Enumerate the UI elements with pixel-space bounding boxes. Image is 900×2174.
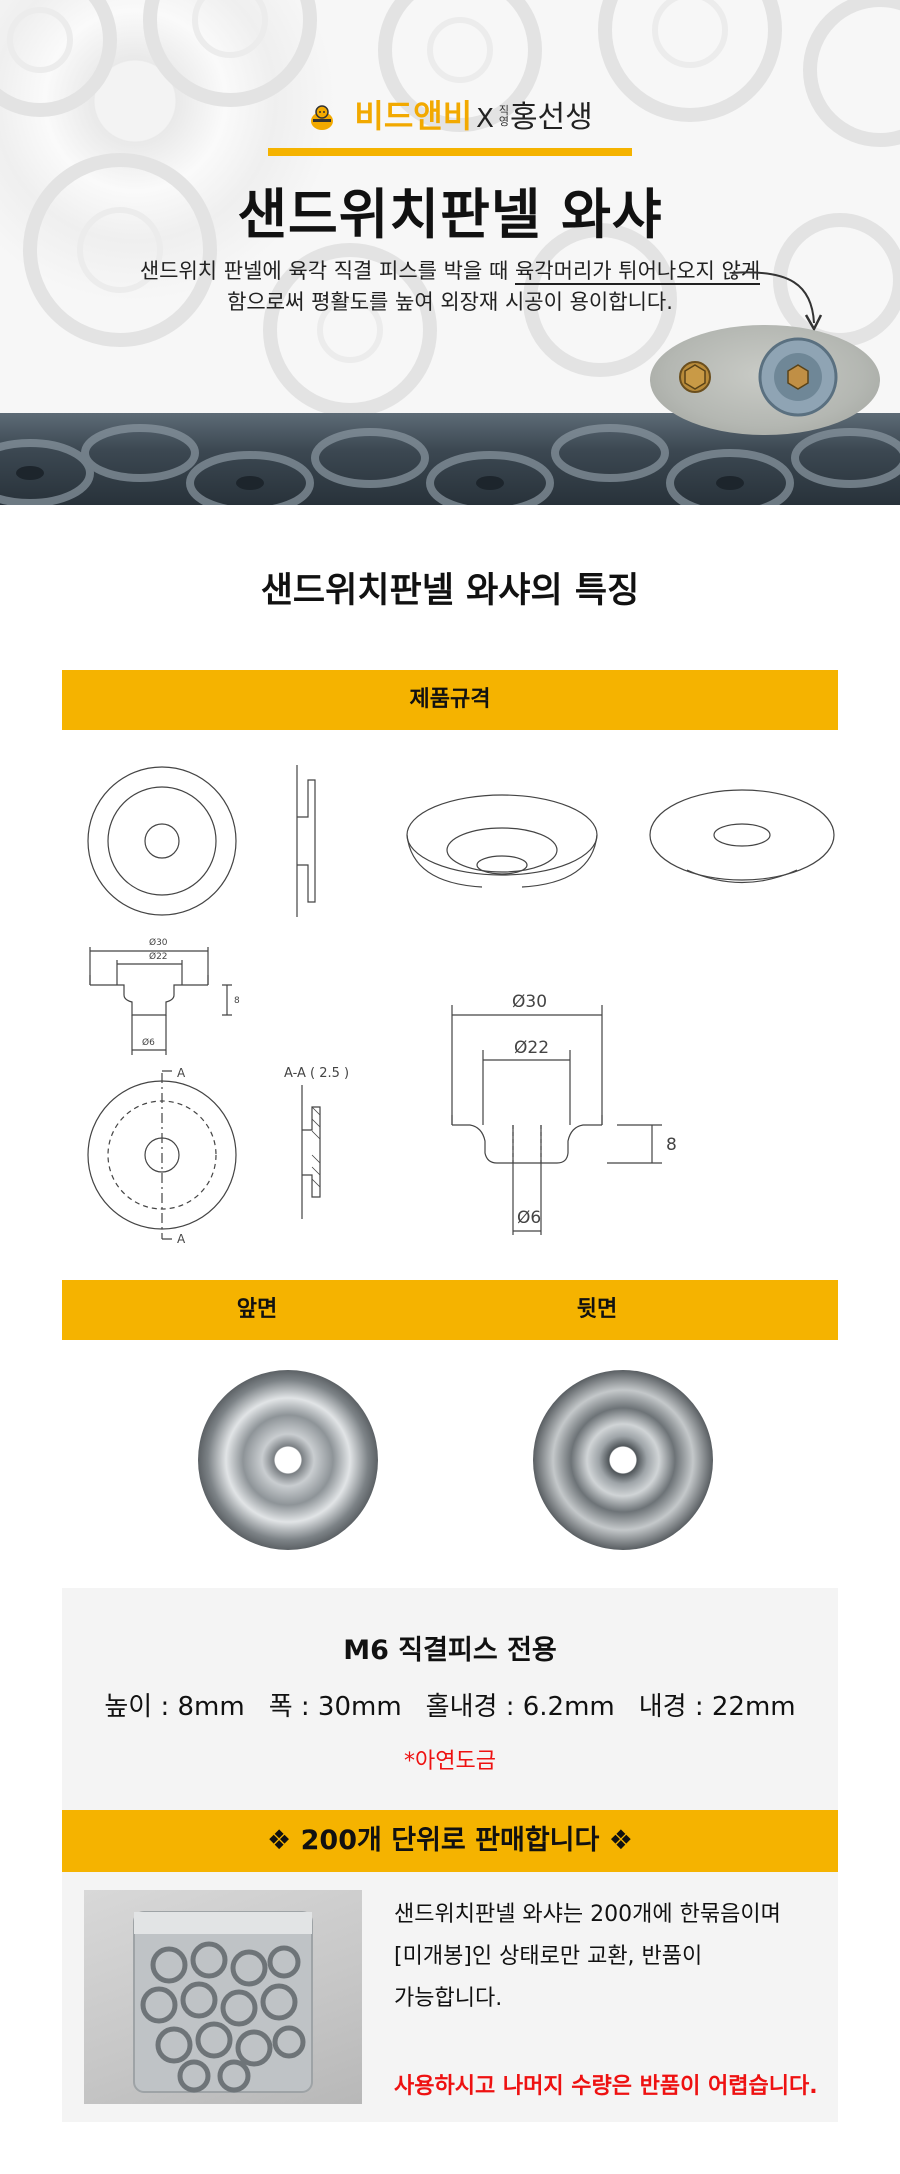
spec-material: *아연도금 <box>404 1749 496 1774</box>
label-h8-small: 8 <box>234 996 240 1006</box>
drawing-top-outer <box>87 766 237 916</box>
spec-header-label: 제품규격 <box>409 687 491 712</box>
spec-usage: M6 직결피스 전용 <box>343 1635 557 1666</box>
spec-header-bar: 제품규격 <box>62 670 838 730</box>
drawing-small-section <box>90 984 208 1016</box>
washer-background-pattern <box>0 0 900 417</box>
front-back-header-bar: 앞면 뒷면 <box>62 1280 838 1340</box>
spec-dimensions: 높이 : 8mm 폭 : 30mm 홀내경 : 6.2mm 내경 : 22mm <box>62 1686 838 1723</box>
technical-drawing-svg: Ø30 Ø22 Ø6 8 A A A-A ( 2.5 ) Ø30 Ø22 Ø6 … <box>87 765 835 1246</box>
packaged-washers-photo <box>84 1890 362 2104</box>
hero-description: 샌드위치 판넬에 육각 직결 피스를 박을 때 육각머리가 튀어나오지 않게 함… <box>90 256 810 318</box>
label-h8: 8 <box>666 1135 677 1155</box>
sale-info-box: 샌드위치판넬 와샤는 200개에 한묶음이며 [미개봉]인 상태로만 교환, 반… <box>62 1872 838 2122</box>
sale-warning: 사용하시고 나머지 수량은 반품이 어렵습니다. <box>394 2074 818 2099</box>
curved-arrow-icon <box>731 271 823 332</box>
sale-line2: [미개봉]인 상태로만 교환, 반품이 <box>394 1944 703 1969</box>
drawing-iso-front <box>406 794 598 876</box>
desc-line1: 샌드위치 판넬에 육각 직결 피스를 박을 때 <box>139 259 515 283</box>
washer-back-photo <box>533 1370 713 1550</box>
label-d6-small: Ø6 <box>142 1037 155 1048</box>
sale-line1: 샌드위치판넬 와샤는 200개에 한묶음이며 <box>394 1902 781 1927</box>
drawing-aa-section <box>301 1085 321 1219</box>
washer-photo-strip <box>0 413 900 505</box>
label-d30: Ø30 <box>512 992 547 1012</box>
spec-height: 높이 : 8mm <box>104 1692 245 1722</box>
washer-strip-graphic <box>0 424 900 505</box>
spec-summary-box: M6 직결피스 전용 높이 : 8mm 폭 : 30mm 홀내경 : 6.2mm 내경… <box>62 1588 838 1810</box>
technical-drawings: Ø30 Ø22 Ø6 8 A A A-A ( 2.5 ) Ø30 Ø22 Ø6 … <box>62 735 838 1280</box>
label-d22-small: Ø22 <box>149 951 168 962</box>
label-section-title: A-A ( 2.5 ) <box>284 1066 349 1081</box>
spec-inner: 내경 : 22mm <box>638 1692 796 1722</box>
brand-direct-tag: 직영 <box>498 104 510 128</box>
label-section-a-bottom: A <box>177 1232 186 1246</box>
bag-graphic <box>133 1911 313 2093</box>
spec-hole: 홀내경 : 6.2mm <box>425 1692 615 1722</box>
brand-separator: X <box>476 104 494 134</box>
label-d6: Ø6 <box>517 1208 541 1228</box>
dim-line-8 <box>607 1124 662 1164</box>
washer-with-screw-graphic <box>679 337 838 417</box>
desc-line2: 함으로써 평활도를 높여 외장재 시공이 용이합니다. <box>227 290 673 314</box>
label-section-a-top: A <box>177 1066 186 1080</box>
installed-washer-photo <box>650 325 880 435</box>
back-label: 뒷면 <box>576 1297 618 1322</box>
spec-width: 폭 : 30mm <box>268 1692 402 1722</box>
drawing-iso-back <box>649 789 835 881</box>
sale-unit-header: ❖ 200개 단위로 판매합니다 ❖ <box>62 1810 838 1872</box>
sale-line3: 가능합니다. <box>394 1986 503 2011</box>
label-d30-small: Ø30 <box>149 937 168 948</box>
desc-underlined: 육각머리가 튀어나오지 않게 <box>514 259 761 285</box>
drawing-large-section <box>452 1124 602 1164</box>
drawing-side-profile <box>296 765 316 917</box>
features-title: 샌드위치판넬 와샤의 특징 <box>260 571 640 611</box>
brand-bidnbee: 비드앤비 <box>354 97 473 135</box>
front-label: 앞면 <box>236 1297 278 1322</box>
label-d22: Ø22 <box>514 1038 549 1058</box>
washer-front-photo <box>198 1370 378 1550</box>
dim-line-22 <box>482 1050 571 1125</box>
dim-line-6 <box>512 1125 542 1235</box>
hero-accent-bar <box>268 148 632 156</box>
page-title: 샌드위치판넬 와샤 <box>237 183 663 246</box>
dim-line-30 <box>451 1005 603 1125</box>
brand-hongseonsaeng: 홍선생 <box>509 100 593 135</box>
sale-policy-text: 샌드위치판넬 와샤는 200개에 한묶음이며 [미개봉]인 상태로만 교환, 반… <box>394 1894 824 2020</box>
bee-logo-icon <box>311 105 334 130</box>
